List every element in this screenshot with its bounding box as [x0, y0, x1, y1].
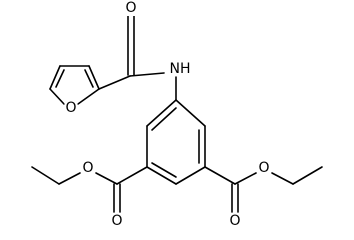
bond-furan-c2-c3-inner [84, 69, 94, 88]
label-mask [257, 160, 271, 176]
furan-oxygen-label: O [65, 100, 76, 116]
label-mask [228, 213, 242, 229]
right-ester-group: O O [204, 160, 323, 229]
bond-ring-4 [146, 166, 177, 185]
bond-left-ch2-ch3 [31, 166, 60, 185]
bond-ring-3 [175, 166, 206, 185]
amide-nitrogen-label: NH [170, 61, 191, 77]
bond-ring-6 [146, 99, 177, 127]
bond-furan-c4-c5-inner [55, 69, 65, 88]
label-mask [124, 0, 138, 16]
label-mask [81, 160, 95, 176]
right-ester-ether-oxygen-label: O [258, 160, 269, 176]
left-ester-carbonyl-oxygen-label: O [111, 213, 122, 229]
furan-ring: O [49, 65, 100, 116]
left-ester-ether-oxygen-label: O [82, 160, 93, 176]
bond-ring-4-inner [151, 162, 177, 178]
bond-furan-carbonyl [98, 75, 131, 90]
bond-furan-o-c2 [77, 88, 100, 105]
bond-furan-c4-c5 [49, 65, 61, 90]
right-ester-carbonyl-oxygen-label: O [229, 213, 240, 229]
bond-furan-c5-o [49, 88, 65, 105]
bond-ring-left-carbonyl [116, 166, 148, 185]
label-mask [110, 213, 124, 229]
left-ester-group: O O [31, 160, 148, 229]
amide-group: O NH [98, 0, 192, 101]
bond-left-ether-ch2 [58, 172, 81, 185]
bond-right-ch2-ch3 [292, 166, 323, 185]
benzene-ring [146, 99, 206, 185]
bond-ring-right-carbonyl [204, 166, 236, 185]
label-mask [168, 61, 192, 77]
bond-left-carbonyl-ether [95, 172, 118, 185]
bond-ring-1 [175, 99, 206, 127]
amide-oxygen-label: O [125, 0, 136, 16]
bond-right-ether-ch2 [271, 172, 294, 185]
bond-furan-c2-c3 [88, 65, 100, 90]
bond-carbonyl-nitrogen [129, 72, 165, 77]
bond-ring-6-inner [151, 107, 177, 131]
label-mask [64, 100, 78, 116]
bond-right-carbonyl-ether [234, 172, 257, 185]
